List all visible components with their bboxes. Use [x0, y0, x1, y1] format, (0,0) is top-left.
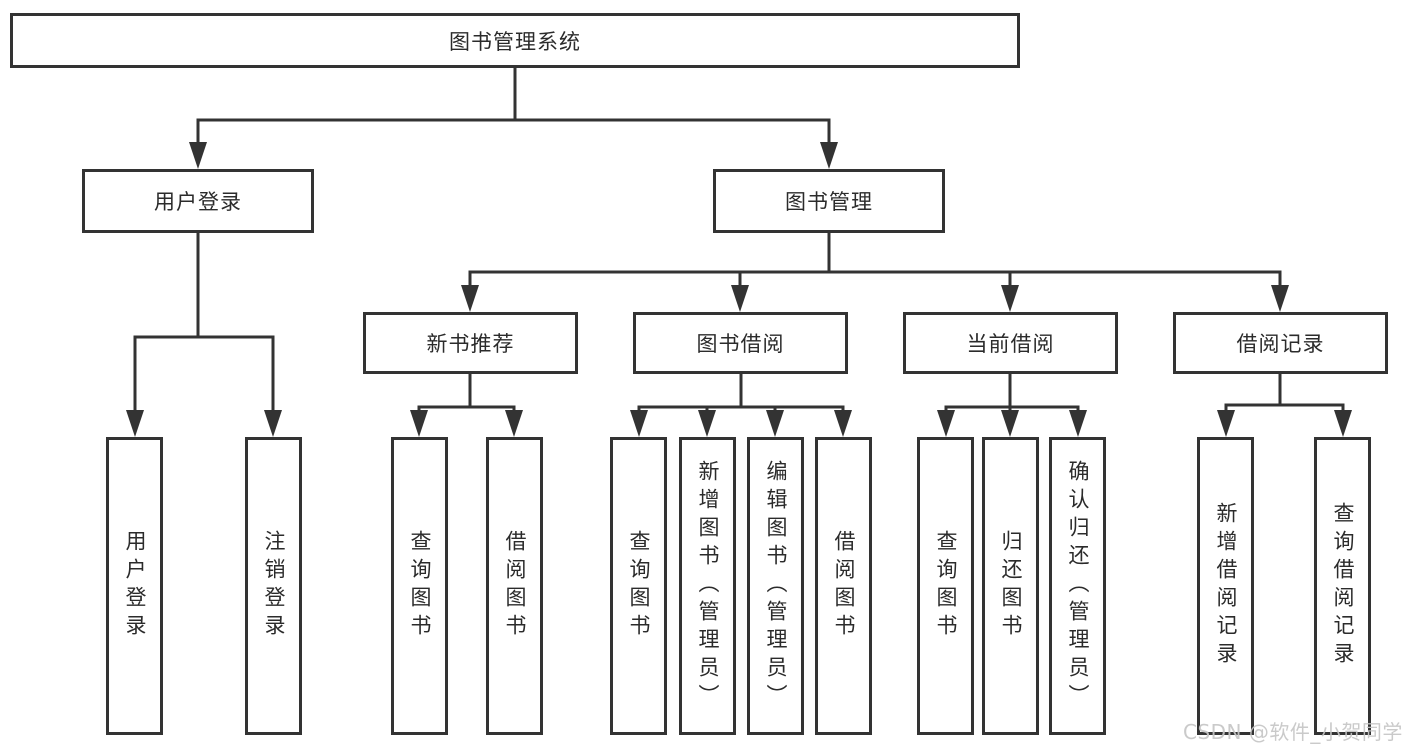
node-book-management: 图书管理	[713, 169, 945, 233]
leaf-label: 注销登录	[262, 530, 286, 642]
leaf-label: 查询图书	[408, 530, 432, 642]
leaf-label: 查询图书	[934, 530, 958, 642]
leaf-query-books-borrow: 查询图书	[610, 437, 667, 735]
leaf-borrow-books-recommend: 借阅图书	[486, 437, 543, 735]
connector-new-book-recommend	[417, 374, 516, 412]
leaf-user-login: 用户登录	[106, 437, 163, 735]
arrowheads-user-login	[126, 410, 282, 437]
connector-book-management	[468, 233, 1282, 289]
arrowheads-level3	[461, 285, 1289, 312]
node-current-borrow: 当前借阅	[903, 312, 1118, 374]
leaf-label: 查询借阅记录	[1331, 502, 1355, 670]
csdn-watermark: CSDN @软件_小贺同学	[1183, 720, 1403, 744]
arrowheads-borrow-records	[1217, 410, 1352, 437]
leaf-borrow-books: 借阅图书	[815, 437, 872, 735]
arrowheads-level2	[189, 142, 838, 169]
leaf-add-borrow-record: 新增借阅记录	[1197, 437, 1254, 735]
node-new-book-recommend: 新书推荐	[363, 312, 578, 374]
leaf-return-books: 归还图书	[982, 437, 1039, 735]
leaf-label: 编辑图书（管理员）	[764, 460, 788, 712]
connector-root-to-level2	[196, 68, 831, 146]
leaf-query-books-recommend: 查询图书	[391, 437, 448, 735]
leaf-label: 新增借阅记录	[1214, 502, 1238, 670]
connector-current-borrow	[944, 374, 1080, 412]
leaf-confirm-return-admin: 确认归还（管理员）	[1049, 437, 1106, 735]
leaf-logout: 注销登录	[245, 437, 302, 735]
leaf-edit-books-admin: 编辑图书（管理员）	[747, 437, 804, 735]
node-library-management-system: 图书管理系统	[10, 13, 1020, 68]
connector-user-login	[133, 233, 275, 413]
leaf-query-borrow-record: 查询借阅记录	[1314, 437, 1371, 735]
arrowheads-new-book-recommend	[410, 410, 523, 437]
arrowheads-book-borrow	[630, 410, 852, 437]
leaf-label: 新增图书（管理员）	[696, 460, 720, 712]
arrowheads-current-borrow	[937, 410, 1087, 437]
leaf-label: 用户登录	[123, 530, 147, 642]
node-borrow-records: 借阅记录	[1173, 312, 1388, 374]
leaf-label: 确认归还（管理员）	[1066, 460, 1090, 712]
node-book-borrow: 图书借阅	[633, 312, 848, 374]
leaf-add-books-admin: 新增图书（管理员）	[679, 437, 736, 735]
leaf-label: 查询图书	[627, 530, 651, 642]
node-user-login: 用户登录	[82, 169, 314, 233]
connector-borrow-records	[1224, 374, 1345, 412]
leaf-label: 借阅图书	[503, 530, 527, 642]
leaf-label: 归还图书	[999, 530, 1023, 642]
connector-book-borrow	[637, 374, 845, 412]
leaf-query-books-current: 查询图书	[917, 437, 974, 735]
leaf-label: 借阅图书	[832, 530, 856, 642]
